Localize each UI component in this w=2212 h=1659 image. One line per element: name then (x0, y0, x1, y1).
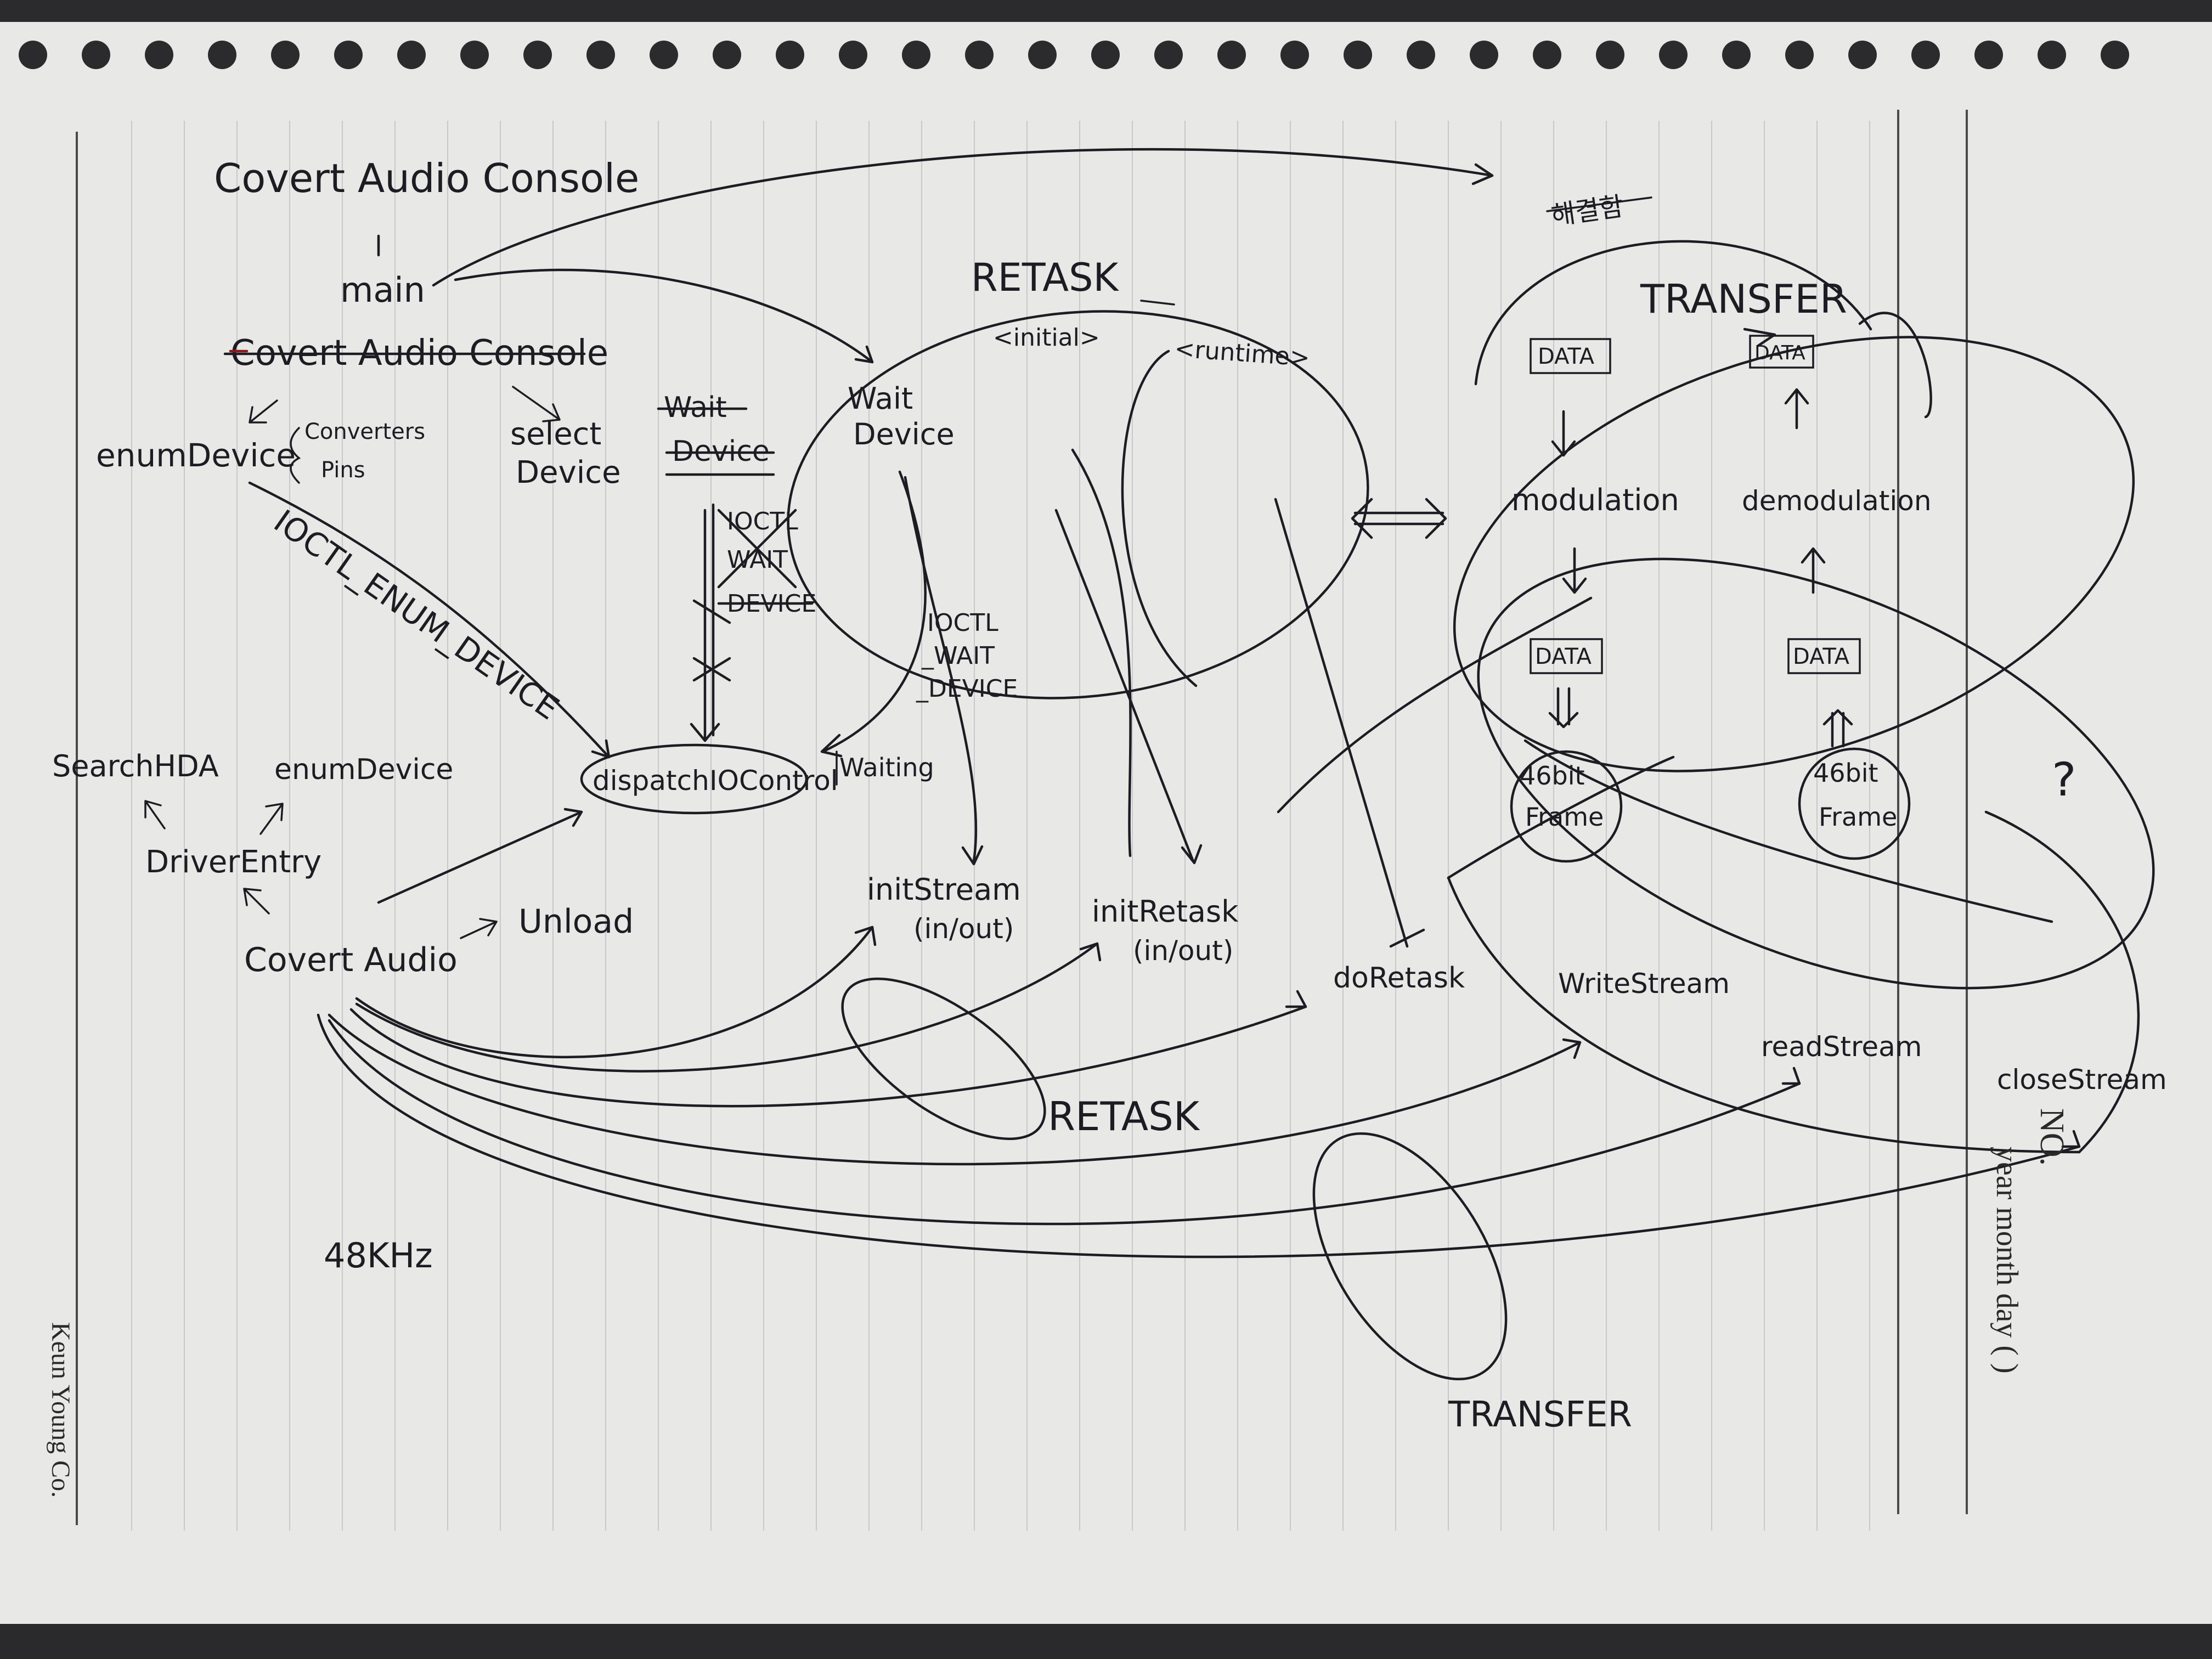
modulation: modulation (1511, 483, 1679, 517)
retask-title: RETASK (971, 255, 1120, 300)
do-retask: doRetask (1333, 962, 1465, 995)
search-hda: SearchHDA (52, 749, 219, 783)
main-label: main (340, 270, 425, 310)
read-stream: readStream (1761, 1031, 1922, 1063)
sample-rate: 48KHz (324, 1235, 433, 1276)
runtime-loop (1121, 349, 1198, 687)
driver-entry-arrows (144, 386, 561, 939)
paper-sheet (0, 22, 2212, 1624)
pins-label: Pins (321, 458, 365, 483)
frame-circle-right (1798, 747, 1911, 860)
svg-text:DATA: DATA (1793, 644, 1850, 669)
ioctl-wait-3: _DEVICE (916, 675, 1018, 703)
transfer-ellipse-upper (1453, 336, 2135, 772)
dispatch-io-control: dispatchIOControl (592, 765, 838, 797)
demodulation: demodulation (1742, 485, 1932, 517)
frame-circle-left (1510, 750, 1623, 863)
retask-arrows (904, 448, 1425, 948)
frame-right-2: Frame (1819, 802, 1897, 832)
close-stream: closeStream (1997, 1064, 2167, 1096)
wait-device-1: Wait (848, 381, 913, 416)
brand-label: Keun Young Co. (46, 1322, 75, 1498)
frame-right-1: 46bit (1813, 758, 1878, 788)
transfer-flow-arrows (1548, 388, 1853, 748)
svg-text:DATA: DATA (1754, 342, 1805, 364)
margin-no: NO. (2033, 1108, 2070, 1166)
initial-tag: <initial> (993, 324, 1100, 352)
dispatch-arrows (248, 470, 927, 904)
margin-date: year month day ( ) (1990, 1147, 2024, 1374)
transfer-label: TRANSFER (1448, 1395, 1632, 1435)
data-box-3: DATA (1530, 638, 1603, 674)
waiting-label: Waiting (839, 753, 934, 782)
retask-ellipse (787, 310, 1369, 699)
retask-small-ellipse (841, 977, 1046, 1141)
question-mark: ? (2052, 753, 2076, 806)
select-device-line1: select (510, 416, 601, 452)
enum-device-2: enumDevice (274, 753, 453, 786)
desk-background (0, 1624, 2212, 1659)
retask-label: RETASK (1048, 1093, 1200, 1139)
data-box-2: DATA (1749, 335, 1814, 369)
transfer-small-ellipse (1312, 1132, 1508, 1381)
ioctl-wait-2: _WAIT (921, 642, 995, 670)
init-retask-2: (in/out) (1133, 935, 1233, 967)
enum-device-label: enumDevice (96, 437, 296, 474)
svg-text:DATA: DATA (1535, 644, 1592, 669)
frame-left-1: 46bit (1520, 761, 1585, 791)
covert-audio: Covert Audio (244, 941, 458, 979)
data-box-1: DATA (1530, 338, 1611, 374)
write-stream: WriteStream (1558, 968, 1730, 1000)
brace (290, 427, 301, 484)
data-box-4: DATA (1787, 638, 1861, 674)
select-device-line2: Device (516, 455, 621, 490)
transfer-ellipse-lower (1477, 557, 2155, 990)
margin-lines (76, 110, 1968, 1525)
svg-text:DATA: DATA (1538, 344, 1595, 369)
transfer-title: TRANSFER (1640, 276, 1847, 322)
transfer-arc (1474, 240, 1872, 386)
unload: Unload (518, 902, 634, 941)
main-arcs (432, 148, 1494, 364)
init-stream-2: (in/out) (913, 913, 1014, 945)
frame-left-2: Frame (1525, 802, 1604, 832)
init-stream-1: initStream (867, 872, 1021, 907)
header-note: Covert Audio Console (214, 155, 639, 201)
dispatch-ellipse (580, 743, 808, 815)
transfer-cross-curves (1277, 596, 2140, 1154)
converters-label: Converters (304, 419, 425, 444)
spiral-holes (19, 41, 2129, 69)
init-retask-1: initRetask (1092, 894, 1239, 929)
double-arrow (1351, 498, 1447, 539)
driver-entry: DriverEntry (145, 844, 321, 880)
covert-audio-curves (317, 926, 2081, 1259)
wait-device-2: Device (853, 417, 955, 452)
